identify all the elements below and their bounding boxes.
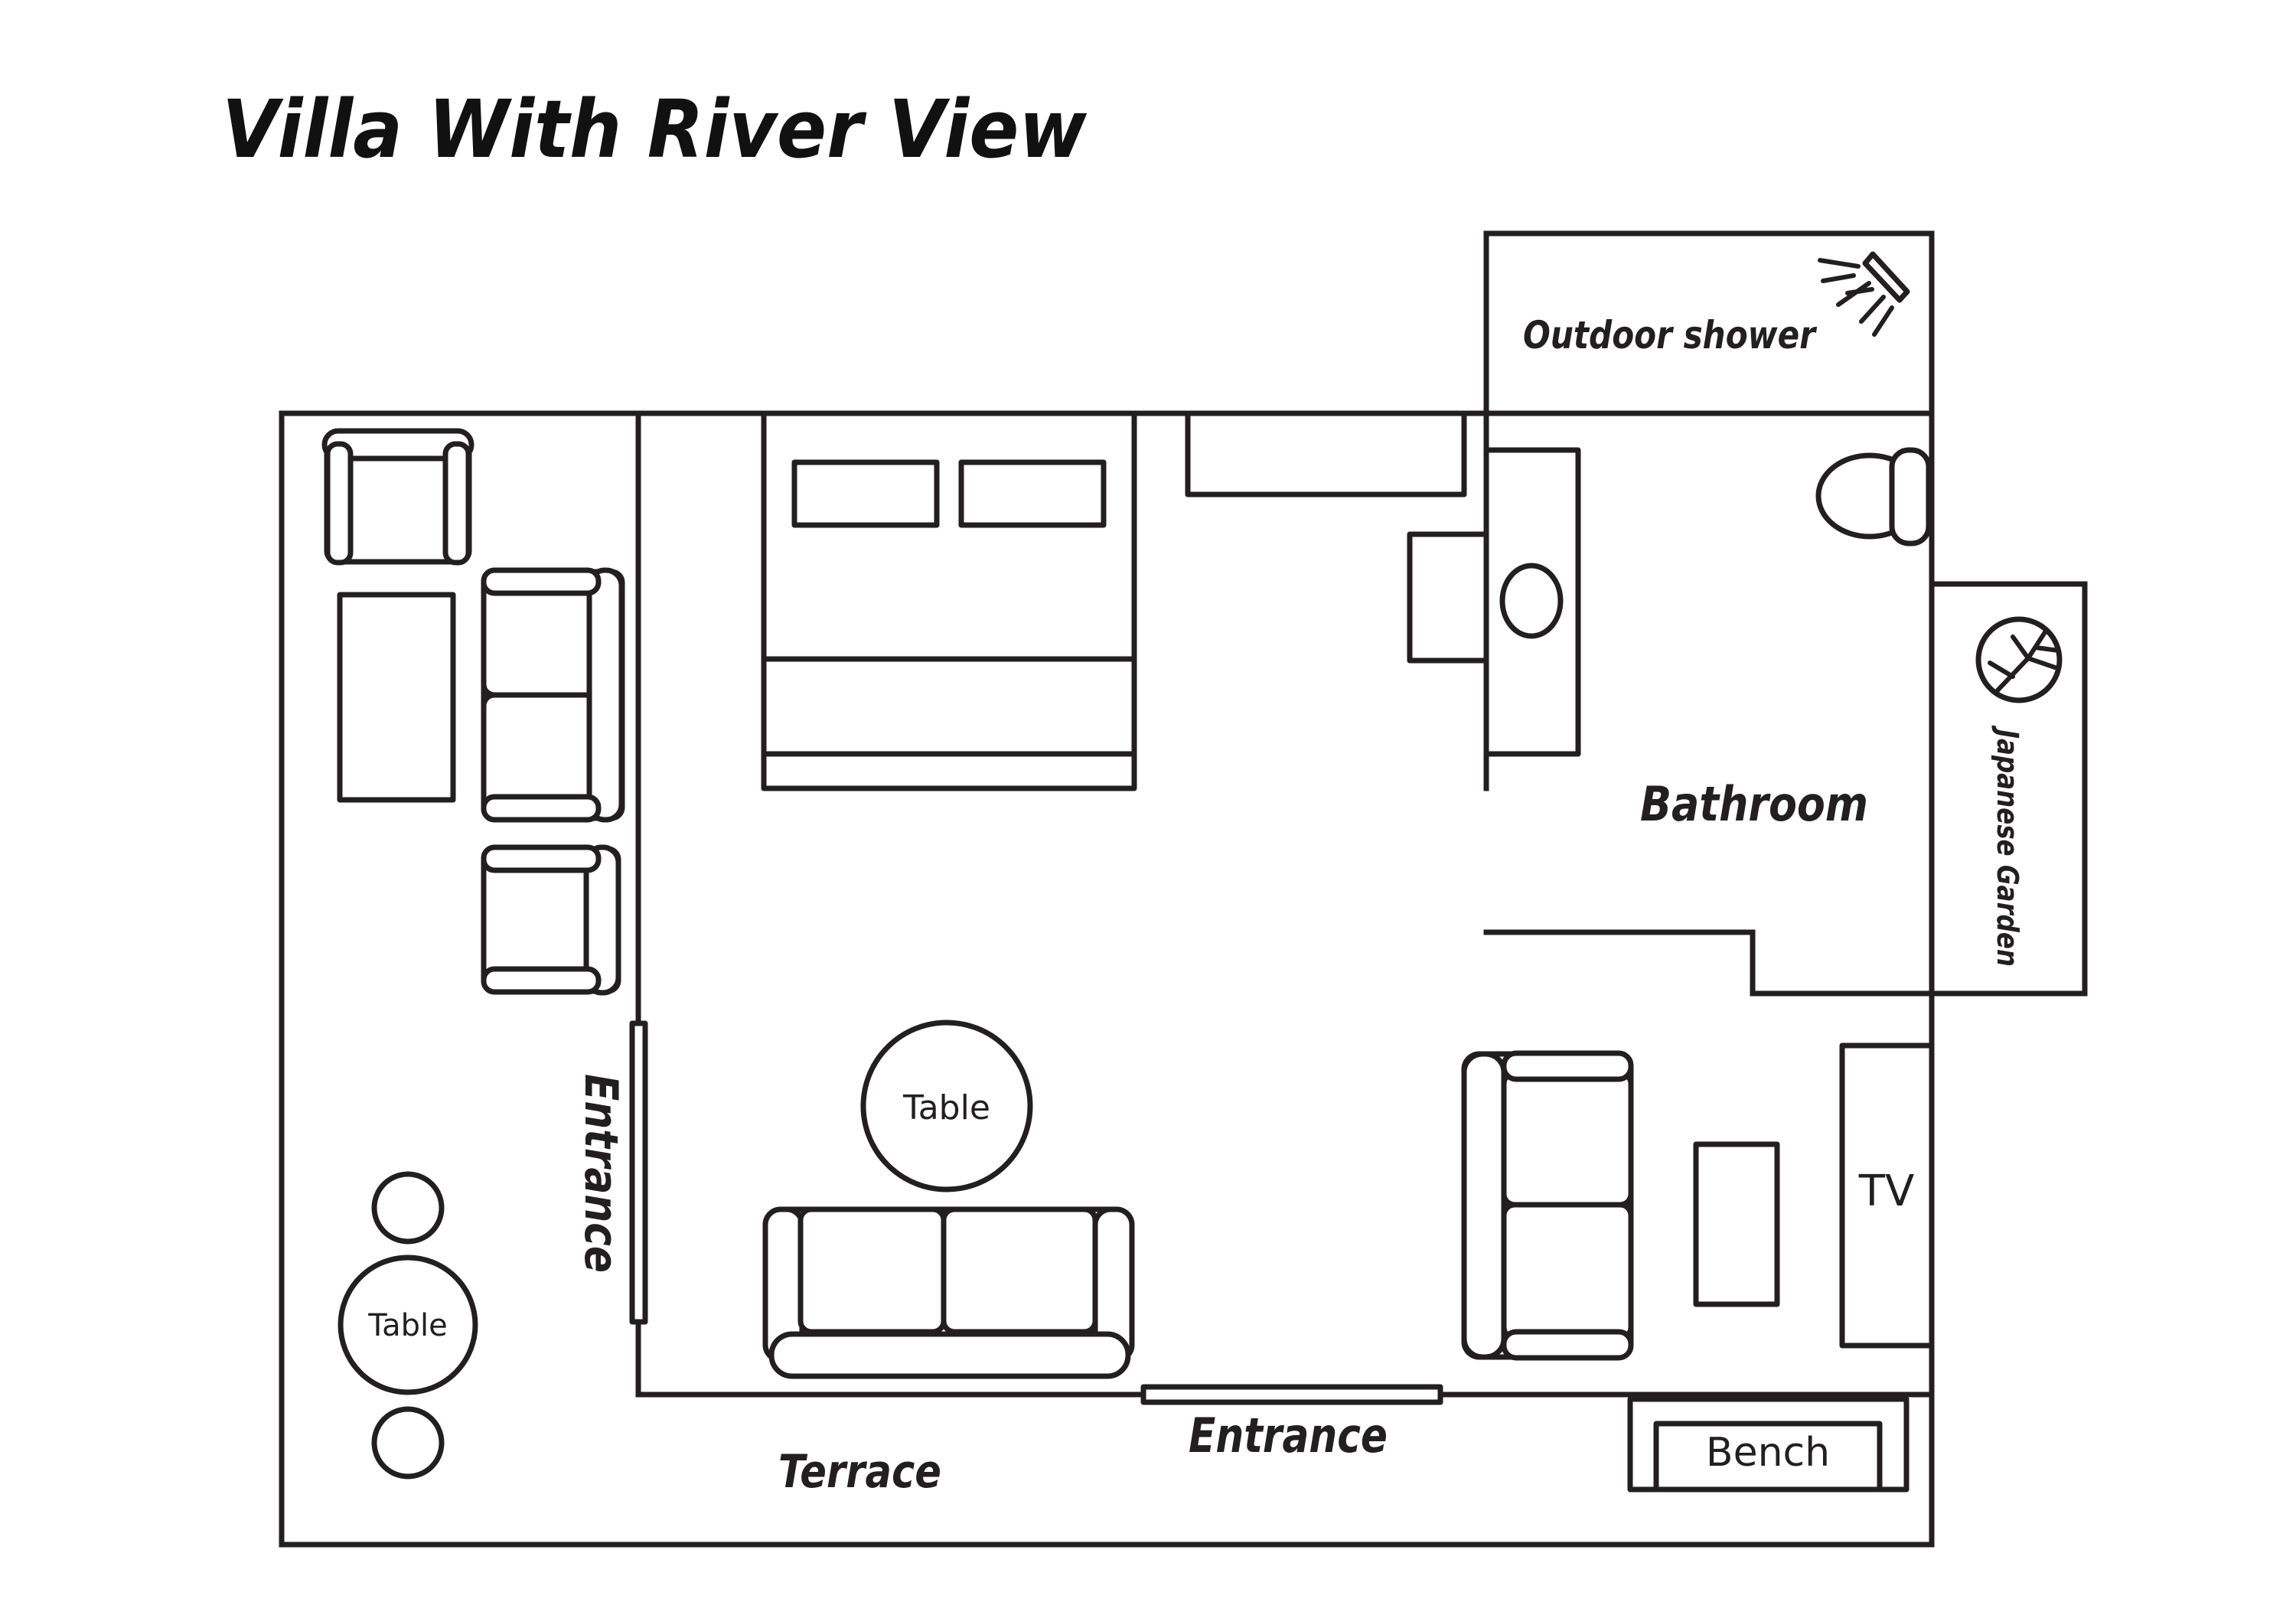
terrace-armchair-side xyxy=(481,844,621,996)
tv-cabinet xyxy=(1839,1042,1935,1349)
tv-label: TV xyxy=(1858,1166,1915,1216)
terrace-label: Terrace xyxy=(778,1445,941,1499)
living-loveseat xyxy=(1461,1050,1634,1361)
bed xyxy=(761,410,1137,791)
shower-head-icon xyxy=(1818,251,1910,337)
bench xyxy=(1627,1396,1910,1493)
terrace-stool xyxy=(371,1171,445,1245)
entrance-door-side[interactable] xyxy=(629,1020,648,1325)
terrace-sofa xyxy=(481,567,625,823)
bench-label: Bench xyxy=(1706,1430,1830,1476)
toilet-icon xyxy=(1815,447,1932,546)
outdoor-shower-label: Outdoor shower xyxy=(1523,313,1818,357)
living-sofa xyxy=(762,1206,1135,1379)
page-title: Villa With River View xyxy=(222,83,1088,176)
living-coffee-table xyxy=(1693,1141,1780,1307)
bathroom-label: Bathroom xyxy=(1640,776,1868,832)
entrance-door-front[interactable] xyxy=(1140,1384,1443,1405)
stool xyxy=(1407,531,1489,664)
tree-icon xyxy=(1975,616,2063,703)
terrace-armchair-top xyxy=(321,428,475,566)
terrace-coffee-table xyxy=(337,592,456,803)
entrance-front-label: Entrance xyxy=(1189,1408,1388,1463)
entrance-side-label: Entrance xyxy=(574,1074,628,1273)
terrace-table xyxy=(338,1254,478,1395)
terrace-stool xyxy=(371,1406,445,1480)
terrace-table-label: Table xyxy=(367,1308,447,1343)
living-table xyxy=(860,1020,1033,1192)
japanese-garden-label: Japanese Garden xyxy=(1991,725,2024,967)
living-table-label: Table xyxy=(902,1088,990,1127)
wardrobe xyxy=(1185,410,1467,498)
sink-icon xyxy=(1499,563,1564,639)
